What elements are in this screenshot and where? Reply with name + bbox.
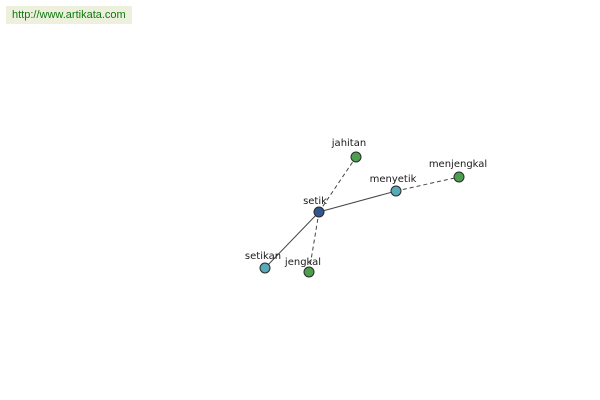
graph-edge-menyetik-menjengkal <box>395 176 460 192</box>
graph-node-setikan[interactable] <box>259 262 271 274</box>
graph-node-label-setikan[interactable]: setikan <box>245 251 281 262</box>
graph-node-label-menjengkal[interactable]: menjengkal <box>429 159 487 170</box>
graph-edge-setik-jengkal <box>308 211 320 273</box>
graph-node-menyetik[interactable] <box>390 185 402 197</box>
graph-node-jengkal[interactable] <box>303 266 315 278</box>
graph-node-label-jahitan[interactable]: jahitan <box>331 138 366 149</box>
graph-node-label-setik[interactable]: setik <box>303 196 327 207</box>
graph-edge-setik-menyetik <box>318 190 397 213</box>
source-url-badge: http://www.artikata.com <box>6 6 132 25</box>
graph-edge-setik-setikan <box>264 211 320 269</box>
graph-node-jahitan[interactable] <box>350 151 362 163</box>
graph-node-setik[interactable] <box>313 206 325 218</box>
graph-node-label-jengkal[interactable]: jengkal <box>284 257 321 268</box>
graph-node-label-menyetik[interactable]: menyetik <box>370 174 417 185</box>
graph-node-menjengkal[interactable] <box>453 171 465 183</box>
